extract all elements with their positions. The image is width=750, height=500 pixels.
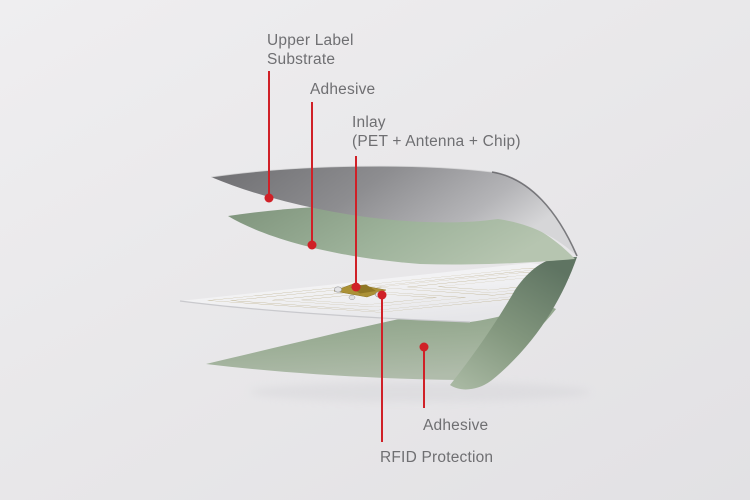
chip-bump-bottom [348,295,356,300]
callout-dots [264,193,429,352]
leader-dot-inlay [351,282,361,292]
label-adhesive-bottom: Adhesive [423,417,488,434]
leader-dot-upper-label-substrate [264,193,274,203]
callout-leaders [268,71,425,442]
upper-substrate-curl-edge [491,171,578,257]
label-adhesive-top: Adhesive [310,81,375,98]
leader-dot-adhesive-top [307,240,317,250]
chip-bump-left [334,286,342,293]
label-inlay-line2: (PET + Antenna + Chip) [352,133,521,150]
label-upper-label-substrate-line2: Substrate [267,51,335,68]
leader-dot-rfid-protection [377,290,387,300]
upper-substrate-highlight [210,165,493,178]
leader-dot-adhesive-bottom [419,342,429,352]
ground-shadow [250,382,590,402]
label-inlay-line1: Inlay [352,114,386,131]
callout-labels: Upper Label Substrate Adhesive Inlay (PE… [267,32,521,466]
label-rfid-protection: RFID Protection [380,449,493,466]
upper-substrate-sheet [211,166,577,256]
right-curl [450,257,577,390]
label-upper-label-substrate-line1: Upper Label [267,32,354,49]
inlay-sheet-edge [179,300,471,323]
